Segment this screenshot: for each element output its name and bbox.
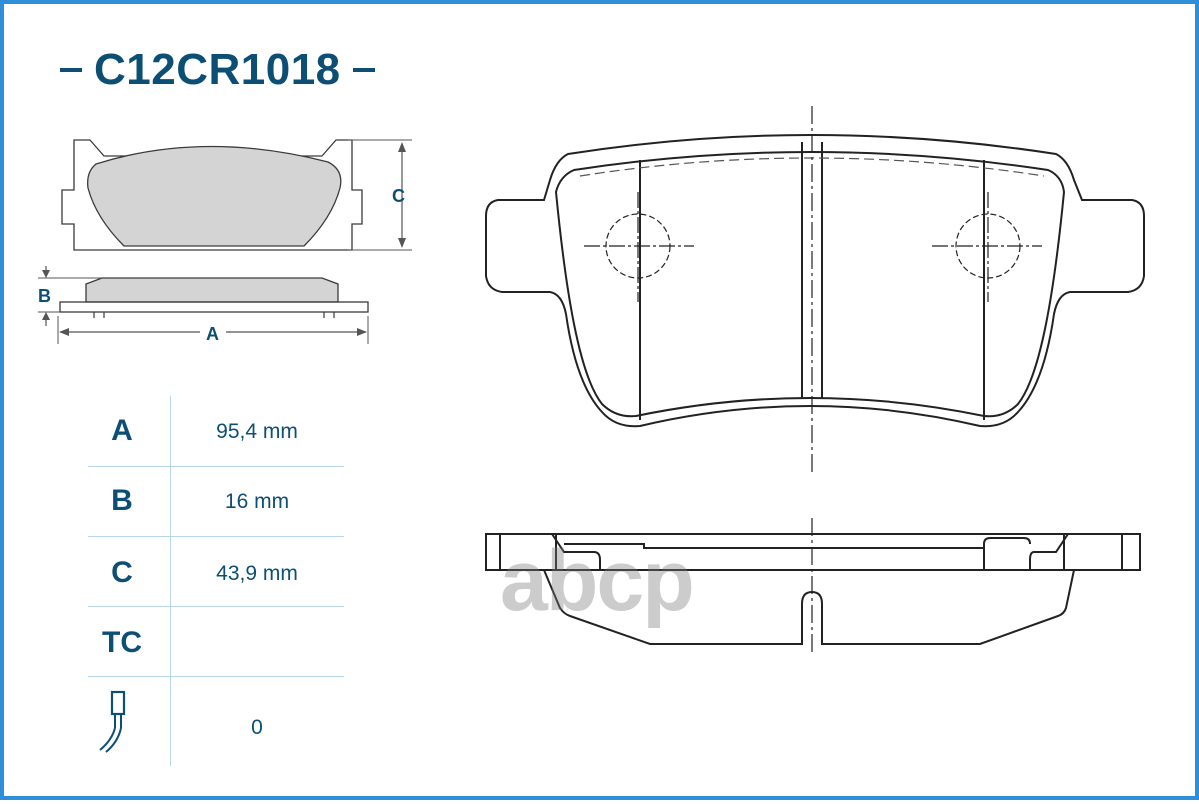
part-number-title: C12CR1018 [48,40,387,100]
spec-row-separator [88,466,344,467]
svg-text:A: A [206,324,219,344]
dimension-b-label: B [38,286,51,306]
svg-text:C: C [392,186,405,206]
part-number: C12CR1018 [94,45,341,94]
title-dash-right [352,68,375,72]
spec-table-divider [170,396,171,766]
thumbnail-side-view [38,266,369,344]
title-dash-left [60,68,82,72]
spec-label-tc: TC [102,626,142,659]
watermark-logo: abcp [500,533,695,629]
pad-side-drawing [485,518,1141,654]
dimension-c-label: C [392,186,405,206]
dimension-a-label: A [206,324,219,344]
spec-value-sensor: 0 [251,716,263,739]
svg-text:B: B [38,286,51,306]
spec-value-a: 95,4 mm [216,420,298,443]
spec-row-separator [88,676,344,677]
pad-front-drawing [485,106,1145,474]
thumbnail-front-view [61,139,412,251]
wear-sensor-icon [99,690,126,753]
spec-value-b: 16 mm [224,490,290,513]
spec-value-c: 43,9 mm [216,562,298,585]
spec-label-a: A [111,414,133,447]
spec-row-separator [88,606,344,607]
spec-row-separator [88,536,344,537]
spec-label-b: B [111,484,133,517]
spec-label-c: C [111,556,133,589]
